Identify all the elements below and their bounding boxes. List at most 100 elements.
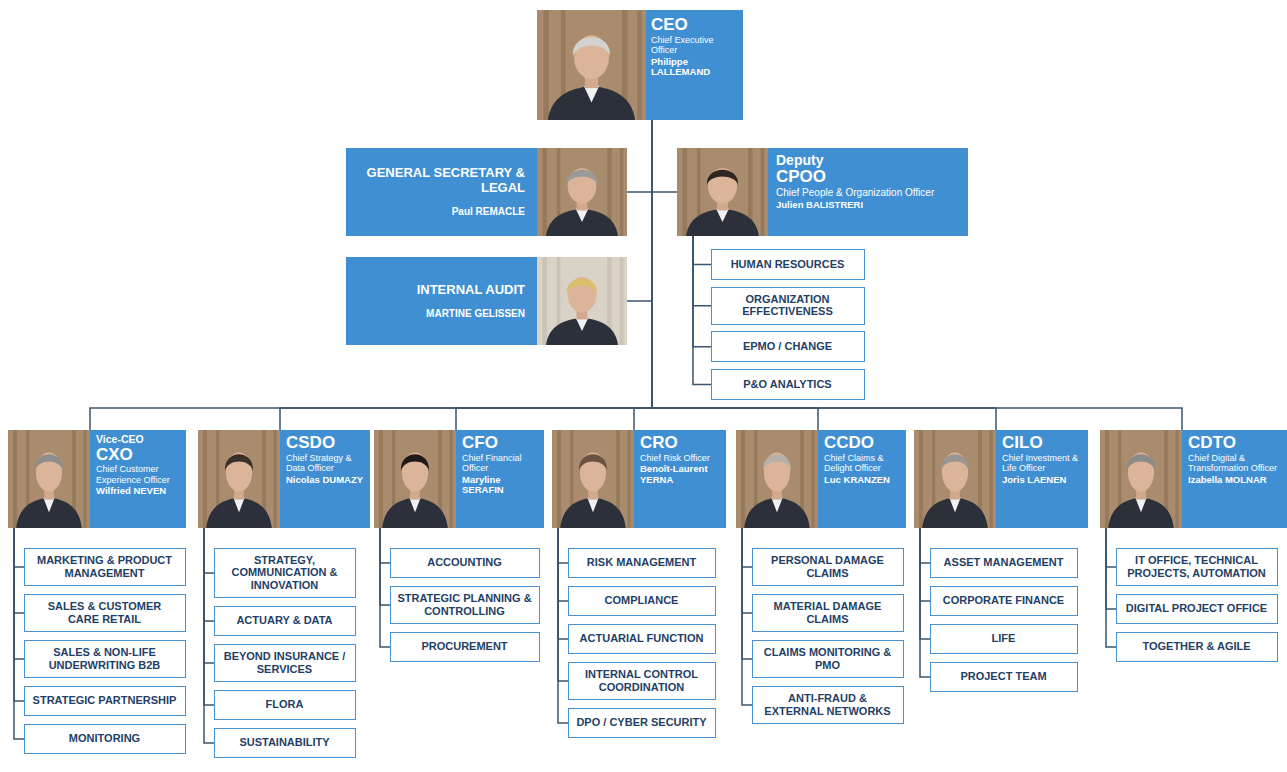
text-area: CLAIMS MONITORING & PMO	[753, 642, 902, 675]
reporting-line	[634, 120, 652, 430]
unit-label: ANTI-FRAUD & EXTERNAL NETWORKS	[759, 692, 896, 717]
role-title: Deputy	[776, 153, 960, 168]
unit-box: PROCUREMENT	[390, 632, 540, 662]
unit-label: BEYOND INSURANCE / SERVICES	[221, 650, 348, 675]
unit-label: LIFE	[937, 632, 1070, 645]
role-abbreviation: CCDO	[824, 434, 901, 452]
text-area: IT OFFICE, TECHNICAL PROJECTS, AUTOMATIO…	[1117, 550, 1276, 583]
text-area: STRATEGY, COMMUNICATION & INNOVATION	[215, 550, 354, 596]
unit-label: MATERIAL DAMAGE CLAIMS	[759, 600, 896, 625]
text-area: ACCOUNTING	[391, 552, 538, 573]
reporting-line	[90, 120, 652, 430]
portrait-frame	[537, 148, 627, 236]
reporting-line	[920, 528, 930, 601]
unit-label: ACCOUNTING	[397, 556, 532, 569]
role-title: Chief Digital & Transformation Officer	[1188, 453, 1282, 474]
officer-box: CCDOChief Claims & Delight OfficerLuc KR…	[736, 430, 906, 528]
portrait-photo	[914, 430, 996, 528]
unit-box: ASSET MANAGEMENT	[930, 548, 1078, 578]
text-area: MATERIAL DAMAGE CLAIMS	[753, 596, 902, 629]
text-area: STRATEGIC PARTNERSHIP	[25, 690, 184, 711]
text-area: DIGITAL PROJECT OFFICE	[1117, 598, 1276, 619]
text-area: CFOChief Financial OfficerMaryline SERAF…	[456, 430, 544, 500]
unit-box: CORPORATE FINANCE	[930, 586, 1078, 616]
unit-box: DPO / CYBER SECURITY	[568, 708, 716, 738]
reporting-line	[627, 120, 652, 301]
unit-label: HUMAN RESOURCES	[718, 258, 857, 271]
unit-box: PERSONAL DAMAGE CLAIMS	[752, 548, 904, 586]
reporting-line	[380, 528, 390, 647]
text-area: ORGANIZATION EFFECTIVENESS	[712, 289, 863, 322]
role-title: Chief Executive Officer	[651, 35, 738, 56]
role-title: INTERNAL AUDIT	[358, 283, 525, 298]
reporting-line	[204, 528, 214, 573]
portrait-photo	[8, 430, 90, 528]
reporting-line	[1106, 528, 1116, 609]
portrait-photo	[198, 430, 280, 528]
person-name: Nicolas DUMAZY	[286, 475, 365, 486]
text-area: EPMO / CHANGE	[712, 336, 863, 357]
person-name: Philippe LALLEMAND	[651, 57, 738, 79]
unit-box: COMPLIANCE	[568, 586, 716, 616]
unit-label: MONITORING	[31, 732, 178, 745]
person-name: Julien BALISTRERI	[776, 200, 960, 211]
text-area: ACTUARY & DATA	[215, 610, 354, 631]
officer-box: CILOChief Investment & Life OfficerJoris…	[914, 430, 1088, 528]
person-name: Paul REMACLE	[358, 206, 525, 218]
officer-box: INTERNAL AUDITMARTINE GELISSEN	[346, 257, 627, 345]
reporting-line	[380, 528, 390, 605]
role-abbreviation: CPOO	[776, 168, 960, 186]
reporting-line	[693, 236, 711, 385]
reporting-line	[204, 528, 214, 663]
person-name: Joris LAENEN	[1002, 475, 1083, 486]
person-name: Benoît-Laurent YERNA	[640, 464, 721, 486]
text-area: FLORA	[215, 694, 354, 715]
text-area: DPO / CYBER SECURITY	[569, 712, 714, 733]
unit-label: RISK MANAGEMENT	[575, 556, 708, 569]
reporting-line	[558, 528, 568, 563]
unit-label: ASSET MANAGEMENT	[937, 556, 1070, 569]
unit-box: MONITORING	[24, 724, 186, 754]
reporting-line	[558, 528, 568, 601]
role-abbreviation: CSDO	[286, 434, 365, 452]
unit-box: STRATEGIC PLANNING & CONTROLLING	[390, 586, 540, 624]
reporting-line	[204, 528, 214, 621]
unit-label: P&O ANALYTICS	[718, 378, 857, 391]
unit-box: IT OFFICE, TECHNICAL PROJECTS, AUTOMATIO…	[1116, 548, 1278, 586]
unit-box: MATERIAL DAMAGE CLAIMS	[752, 594, 904, 632]
unit-box: RISK MANAGEMENT	[568, 548, 716, 578]
unit-label: MARKETING & PRODUCT MANAGEMENT	[31, 554, 178, 579]
portrait-photo	[552, 430, 634, 528]
unit-label: PROJECT TEAM	[937, 670, 1070, 683]
unit-label: EPMO / CHANGE	[718, 340, 857, 353]
text-area: INTERNAL AUDITMARTINE GELISSEN	[346, 273, 537, 329]
text-area: DeputyCPOOChief People & Organization Of…	[768, 148, 968, 216]
text-area: CROChief Risk OfficerBenoît-Laurent YERN…	[634, 430, 726, 490]
unit-label: STRATEGY, COMMUNICATION & INNOVATION	[221, 554, 348, 592]
role-abbreviation: CEO	[651, 16, 738, 34]
role-title: Vice-CEO	[96, 434, 181, 446]
portrait-photo	[537, 257, 627, 345]
reporting-line	[14, 528, 24, 659]
role-abbreviation: CRO	[640, 434, 721, 452]
unit-label: SUSTAINABILITY	[221, 736, 348, 749]
portrait-frame	[914, 430, 996, 528]
reporting-line	[652, 120, 1182, 430]
reporting-line	[693, 236, 711, 347]
reporting-line	[920, 528, 930, 639]
role-title: Chief Investment & Life Officer	[1002, 453, 1083, 474]
text-area: INTERNAL CONTROL COORDINATION	[569, 664, 714, 697]
role-abbreviation: CILO	[1002, 434, 1083, 452]
unit-box: SALES & NON-LIFE UNDERWRITING B2B	[24, 640, 186, 678]
reporting-line	[652, 120, 996, 430]
unit-box: STRATEGY, COMMUNICATION & INNOVATION	[214, 548, 356, 598]
reporting-line	[920, 528, 930, 563]
reporting-line	[742, 528, 752, 613]
role-title: GENERAL SECRETARY & LEGAL	[358, 166, 525, 196]
unit-label: STRATEGIC PLANNING & CONTROLLING	[397, 592, 532, 617]
unit-box: TOGETHER & AGILE	[1116, 632, 1278, 662]
portrait-photo	[537, 148, 627, 236]
reporting-line	[558, 528, 568, 639]
text-area: ANTI-FRAUD & EXTERNAL NETWORKS	[753, 688, 902, 721]
officer-box: Vice-CEOCXOChief Customer Experience Off…	[8, 430, 186, 528]
